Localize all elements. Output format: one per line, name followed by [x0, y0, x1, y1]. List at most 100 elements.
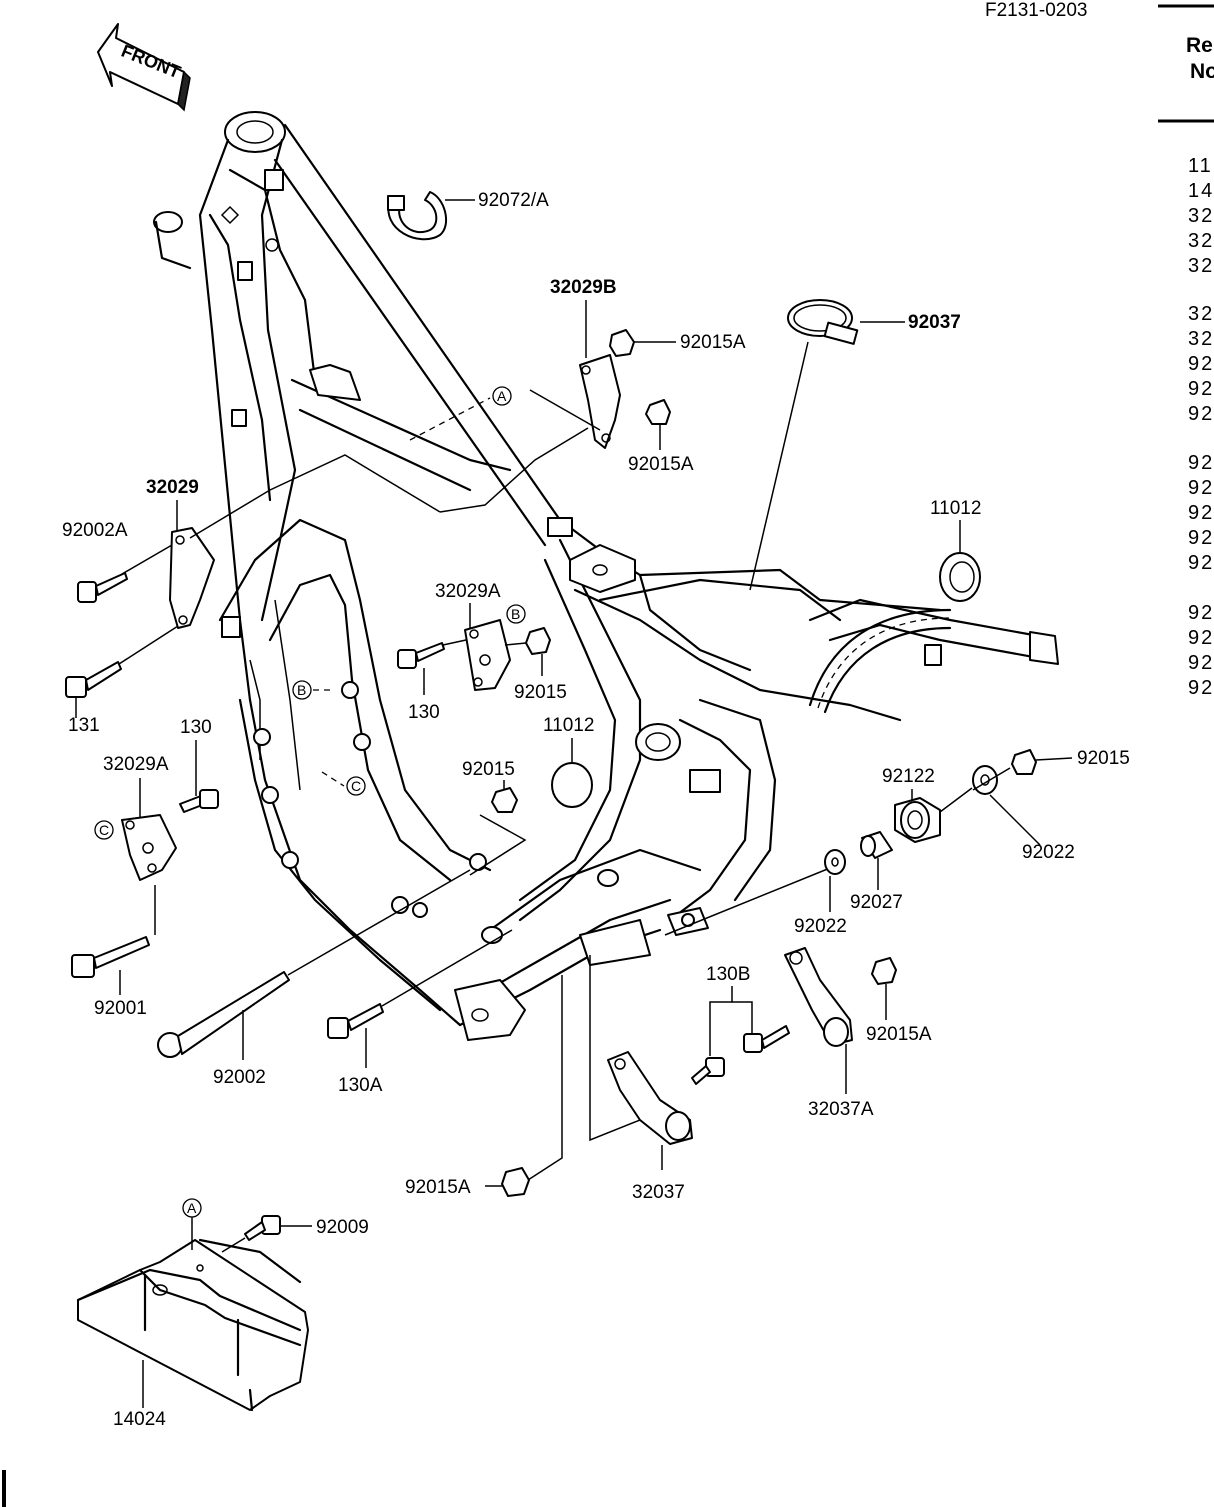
ref-index-item: 92 — [1188, 353, 1214, 375]
ref-index-item: 92 — [1188, 403, 1214, 425]
bolt-92002A-icon — [77, 572, 128, 603]
callout-92037: 92037 — [908, 312, 961, 333]
callout-11012-right: 11012 — [930, 498, 981, 519]
marker-C-frame: C — [351, 778, 361, 794]
ref-index-column: 11 14 32 32 32 32 32 92 92 92 92 92 92 9… — [1188, 155, 1214, 699]
ref-index-item: 92 — [1188, 527, 1214, 549]
nut-92015A-right-icon — [871, 957, 897, 985]
callout-92022-mid: 92022 — [794, 916, 847, 937]
ref-line-C — [321, 771, 345, 787]
callout-92009: 92009 — [316, 1217, 369, 1238]
ref-index-item: 32 — [1188, 230, 1214, 252]
ref-index-item: 92 — [1188, 378, 1214, 400]
ref-index-item: 32 — [1188, 303, 1214, 325]
nut-92015-mid-icon — [491, 787, 518, 813]
callout-130-center: 130 — [408, 702, 440, 723]
callout-11012-center: 11012 — [543, 715, 594, 736]
ref-index-item: 92 — [1188, 652, 1214, 674]
nut-92015A-top-icon — [609, 329, 635, 357]
bracket-32029B-icon — [579, 354, 621, 449]
marker-A-top-icon — [492, 386, 512, 406]
ref-index-item: 92 — [1188, 552, 1214, 574]
ref-index-item: 92 — [1188, 677, 1214, 699]
ref-index-item: 32 — [1188, 255, 1214, 277]
bracket-32029A-left-icon — [121, 814, 177, 881]
callout-92015A-right: 92015A — [866, 1024, 932, 1045]
ref-header-line1: Re — [1186, 34, 1213, 57]
callout-32037: 32037 — [632, 1182, 685, 1203]
washer-92022-mid-icon — [824, 849, 846, 875]
callout-14024: 14024 — [113, 1409, 166, 1430]
ref-index-item: 32 — [1188, 328, 1214, 350]
marker-B-frame-icon — [292, 680, 312, 700]
bolt-92001-icon — [71, 936, 150, 978]
ref-index-item: 92 — [1188, 502, 1214, 524]
callout-92027: 92027 — [850, 892, 903, 913]
callout-32029A-left: 32029A — [103, 754, 169, 775]
callout-92015-mid: 92015 — [462, 759, 515, 780]
nut-92015-right-icon — [1011, 749, 1037, 775]
callout-130B: 130B — [706, 964, 750, 985]
callout-92002: 92002 — [213, 1067, 266, 1088]
link-32037A-icon — [784, 947, 853, 1047]
marker-C-bracket-icon — [94, 820, 114, 840]
link-32037-icon — [607, 1051, 693, 1145]
ref-index-item: 32 — [1188, 205, 1214, 227]
bracket-32029-icon — [169, 527, 215, 629]
ref-line-A — [409, 397, 491, 441]
ref-index-item: 92 — [1188, 602, 1214, 624]
marker-B-bracket: B — [511, 606, 520, 622]
callout-32037A: 32037A — [808, 1099, 874, 1120]
ref-index-item: 11 — [1188, 155, 1213, 177]
callout-32029B: 32029B — [550, 277, 617, 298]
grommet-11012-right-icon — [939, 552, 981, 602]
frame-main-icon — [153, 111, 1059, 1041]
clamp-92072A-icon — [387, 191, 448, 241]
nut-92015-center-icon — [525, 627, 551, 655]
nut-92015A-bottom-icon — [501, 1167, 530, 1197]
diagram-code: F2131-0203 — [985, 0, 1087, 21]
callout-32029A-center: 32029A — [435, 581, 501, 602]
callout-92001: 92001 — [94, 998, 147, 1019]
callout-92122: 92122 — [882, 766, 935, 787]
callout-92072A: 92072/A — [478, 190, 549, 211]
callout-92002A: 92002A — [62, 520, 128, 541]
ref-index-item: 92 — [1188, 452, 1214, 474]
marker-A-bottom: A — [187, 1200, 197, 1216]
front-arrow-icon: FRONT — [97, 23, 191, 112]
callout-92015A-mid: 92015A — [628, 454, 694, 475]
ref-index-item: 92 — [1188, 627, 1214, 649]
callout-92015A-bottom: 92015A — [405, 1177, 471, 1198]
callout-92015-right: 92015 — [1077, 748, 1130, 769]
bracket-32029A-center-icon — [464, 619, 511, 691]
marker-A-top: A — [497, 388, 507, 404]
collar-92027-icon — [860, 831, 893, 859]
callout-130-left: 130 — [180, 717, 212, 738]
bolt-130A-icon — [327, 1003, 384, 1039]
callout-92022-right: 92022 — [1022, 842, 1075, 863]
callout-92015A-top: 92015A — [680, 332, 746, 353]
nut-92015A-mid-icon — [645, 399, 671, 425]
bushing-92122-icon — [894, 797, 941, 843]
bolt-92009-icon — [244, 1215, 281, 1241]
skid-plate-14024-icon — [76, 1238, 309, 1412]
bolt-130B-icon — [691, 1025, 790, 1085]
callout-92015-center: 92015 — [514, 682, 567, 703]
bolt-131-icon — [65, 661, 122, 698]
clamp-92037-icon — [787, 299, 859, 345]
marker-C-bracket: C — [99, 822, 109, 838]
bolt-130-left-icon — [179, 789, 219, 813]
marker-C-frame-icon — [346, 776, 366, 796]
washer-92022-right-icon — [972, 765, 998, 795]
callout-131: 131 — [68, 715, 100, 736]
marker-B-frame: B — [297, 682, 306, 698]
ref-index-item: 14 — [1188, 180, 1214, 202]
ref-index-item: 92 — [1188, 477, 1214, 499]
bolt-130-center-icon — [397, 642, 445, 669]
callout-32029: 32029 — [146, 477, 199, 498]
marker-B-bracket-icon — [506, 604, 526, 624]
ref-header-line2: No — [1190, 60, 1214, 83]
callout-130A: 130A — [338, 1075, 383, 1096]
plug-11012-center-icon — [551, 762, 593, 808]
